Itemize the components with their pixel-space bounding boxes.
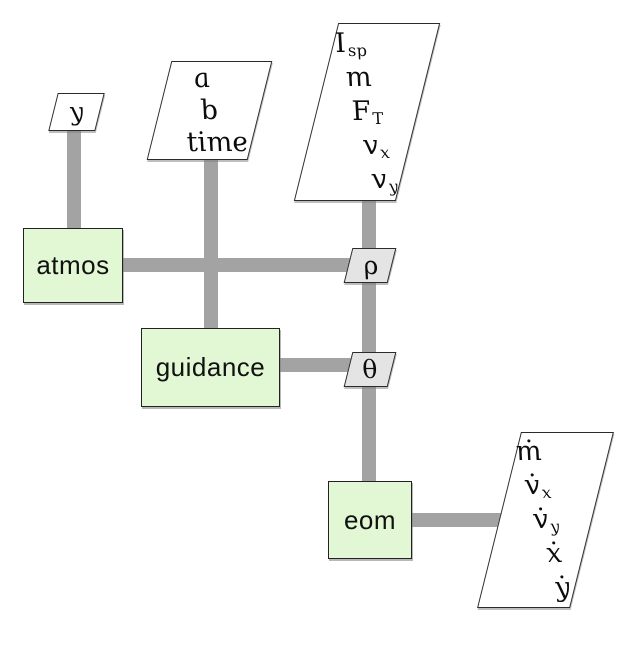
variable-label: vy [367,164,401,197]
variable-label: a [189,62,214,94]
connection-inputs-rho-theta-eom [362,192,376,484]
variable-label: ẏ [550,572,574,603]
connection-abtime-to-guidance [204,152,218,334]
connection-eom-to-outputs [408,513,515,527]
variable-label: Isp [331,28,369,61]
connection-y-to-atmos [67,122,81,234]
component-atmos: atmos [23,228,123,303]
variable-label: y [65,97,88,126]
component-label: eom [343,504,397,535]
data-node-eom-outputs: ṁ v̇x v̇y ẋ ẏ [477,432,614,608]
data-node-theta: θ [343,352,397,387]
variable-label: θ [358,354,382,384]
variable-label: FT [348,96,386,129]
data-node-a-b-time: a b time [146,61,273,160]
component-guidance: guidance [141,328,280,407]
variable-label: time [182,126,252,158]
variable-label: vx [359,130,392,163]
variable-label: m [341,62,376,93]
connection-atmos-to-rho [118,258,372,272]
variable-label: v̇y [529,504,562,537]
variable-label: ρ [358,250,381,280]
data-node-y: y [48,93,105,131]
data-node-eom-inputs: Isp m FT vx vy [293,23,441,201]
variable-label: v̇x [520,470,554,503]
component-label: guidance [155,352,266,382]
component-eom: eom [328,481,412,559]
variable-label: ẋ [542,538,566,569]
data-node-rho: ρ [343,248,397,283]
variable-label: b [196,94,222,126]
component-label: atmos [36,250,110,280]
variable-label: ṁ [511,436,546,467]
